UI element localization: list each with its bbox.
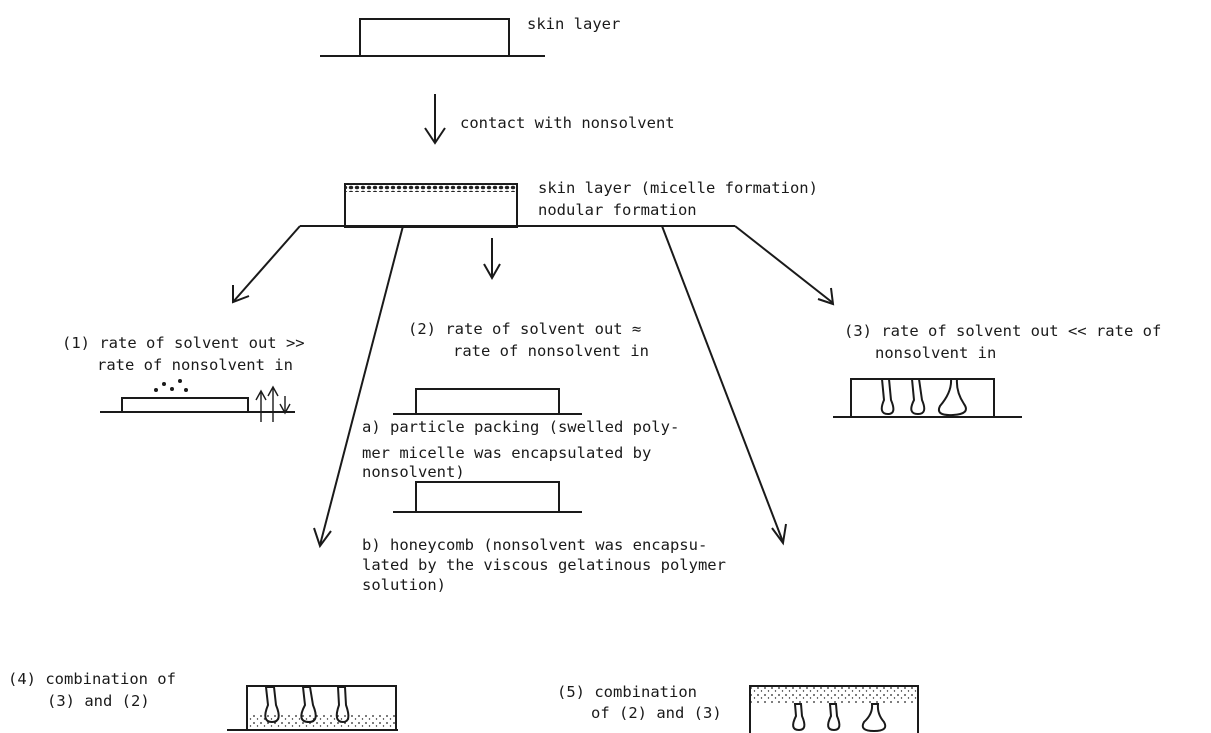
case1-dense-film	[100, 379, 295, 413]
combination-3-2-film	[227, 685, 398, 731]
case1-line1: (1) rate of solvent out >>	[62, 334, 305, 352]
case2b-line3: solution)	[362, 576, 446, 594]
case2-line2: rate of nonsolvent in	[453, 342, 649, 360]
flux-arrows-icon	[255, 385, 291, 422]
combination-2-3-film	[749, 685, 919, 733]
film-box	[359, 18, 510, 57]
case2b-line1: b) honeycomb (nonsolvent was encapsu-	[362, 536, 707, 554]
case4-line2: (3) and (2)	[47, 692, 150, 710]
case2a-line2: mer micelle was encapsulated by	[362, 444, 651, 462]
case2a-line1: a) particle packing (swelled poly-	[362, 418, 679, 436]
case2-line1: (2) rate of solvent out ≈	[408, 320, 641, 338]
case3-line1: (3) rate of solvent out << rate of	[844, 322, 1161, 340]
case5-line1: (5) combination	[557, 683, 697, 701]
particle-packing-film	[393, 388, 582, 415]
contact-label: contact with nonsolvent	[460, 114, 675, 132]
case4-line1: (4) combination of	[8, 670, 176, 688]
arrow-to-case4-icon	[313, 225, 404, 549]
skin-micelle-label: skin layer (micelle formation)	[538, 179, 818, 197]
nodular-label: nodular formation	[538, 201, 697, 219]
arrow-to-case1-icon	[232, 225, 301, 304]
honeycomb-film	[393, 481, 582, 513]
case5-line2: of (2) and (3)	[591, 704, 722, 722]
finger-pore-film	[833, 378, 1022, 418]
case2a-line3: nonsolvent)	[362, 463, 465, 481]
case2b-line2: lated by the viscous gelatinous polymer	[362, 556, 726, 574]
down-arrow-icon	[424, 94, 446, 145]
case1-line2: rate of nonsolvent in	[97, 356, 293, 374]
skin-layer-label: skin layer	[527, 15, 620, 33]
arrow-to-case2-icon	[483, 238, 501, 281]
micelle-skin-dots	[345, 183, 517, 192]
case3-line2: nonsolvent in	[875, 344, 996, 362]
initial-film	[320, 18, 545, 57]
micelle-film	[344, 183, 518, 228]
arrow-to-case5-icon	[661, 225, 787, 546]
arrow-to-case3-icon	[734, 225, 835, 306]
